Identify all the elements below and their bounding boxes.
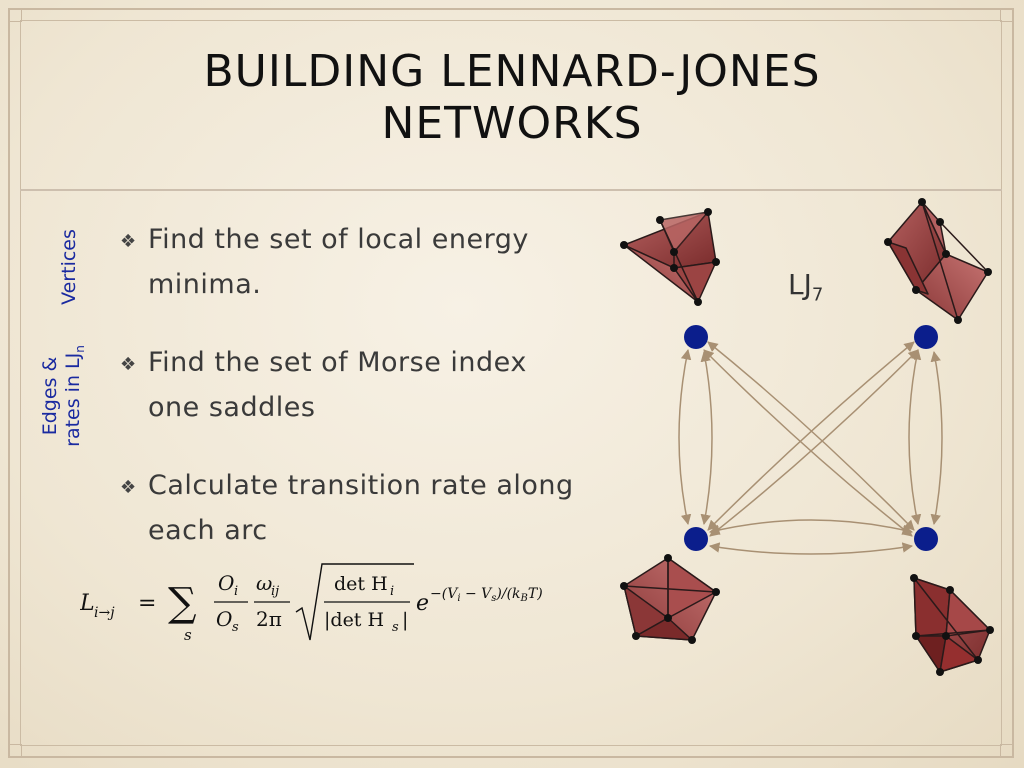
bullet-icon: ❖ (120, 477, 137, 498)
cluster-top-left (620, 208, 720, 306)
vertices-label: Vertices (58, 217, 82, 317)
cluster-bottom-left (620, 554, 720, 644)
corner-ornament (8, 744, 22, 758)
vertices-label-text: Vertices (58, 229, 80, 305)
formula-frac1-numerator: O (218, 571, 234, 595)
title-divider (20, 189, 1002, 191)
formula-lhs: L (80, 591, 95, 616)
formula-frac3-numerator: det H (334, 573, 388, 595)
arrow-right-inner (908, 348, 922, 526)
lj7-label: LJ7 (788, 268, 823, 306)
square-root-sign (295, 563, 414, 641)
title-line-2: NETWORKS (381, 98, 643, 149)
formula-equals: = (138, 591, 156, 616)
inner-frame (20, 20, 1002, 746)
slide-title: BUILDING LENNARD-JONES NETWORKS (120, 46, 904, 150)
corner-ornament (1000, 744, 1014, 758)
bullet-text-line: each arc (148, 515, 268, 546)
transition-rate-formula: L i→j = ∑ s O i O s ω ij 2π det H i |det… (80, 563, 543, 644)
corner-ornament (1000, 8, 1014, 22)
formula-frac3-denominator-end: | (402, 609, 408, 631)
formula-frac3-numerator-sub: i (390, 584, 394, 599)
arrow-diagonal-b1 (707, 341, 915, 531)
arrow-bottom-lower (708, 542, 914, 555)
formula-exponent: −(Vi − Vs)/(kBT) (430, 586, 543, 604)
transition-arrows (678, 341, 943, 555)
node-top-right (914, 325, 938, 349)
edges-label: Edges & rates in LJn (39, 326, 87, 466)
edges-label-line-1: Edges & (39, 356, 61, 436)
bullet-text-line: Find the set of Morse index (148, 347, 527, 378)
arrow-left-inner (700, 350, 713, 526)
outer-frame (8, 8, 1014, 758)
bullet-text-line: one saddles (148, 392, 316, 423)
title-line-1: BUILDING LENNARD-JONES (203, 46, 821, 97)
bullet-text-line: Calculate transition rate along (148, 470, 574, 501)
corner-ornament (8, 8, 22, 22)
arrow-diagonal-a1 (707, 341, 915, 531)
formula-frac3-denominator-sub: s (392, 620, 399, 635)
bullet-icon: ❖ (120, 231, 137, 252)
formula-frac2-numerator-sub: ij (271, 584, 279, 599)
arrow-diagonal-b2 (709, 349, 919, 537)
formula-sum-index: s (184, 626, 192, 644)
node-top-left (684, 325, 708, 349)
edges-label-line-2: rates in LJ (62, 352, 84, 447)
formula-frac1-denominator-sub: s (232, 620, 239, 635)
bullet-text-line: Find the set of local energy (148, 224, 529, 255)
bullet-icon: ❖ (120, 354, 137, 375)
arrow-right-outer (930, 350, 943, 526)
arrow-bottom-upper (708, 519, 914, 535)
formula-frac3-denominator: |det H (324, 609, 384, 631)
formula-frac2-denominator: 2π (256, 607, 282, 631)
cluster-top-right (884, 198, 992, 324)
arrow-left-outer (678, 348, 692, 526)
formula-lhs-subscript: i→j (94, 605, 115, 621)
formula-frac1-denominator: O (216, 607, 232, 631)
formula-sum-sign: ∑ (168, 580, 197, 626)
node-bottom-left (684, 527, 708, 551)
arrow-diagonal-a2 (703, 349, 913, 537)
edges-label-subscript: n (72, 345, 87, 353)
lj7-network-diagram (620, 198, 994, 676)
cluster-bottom-right (910, 574, 994, 676)
lj-label-subscript: 7 (811, 284, 824, 306)
node-bottom-right (914, 527, 938, 551)
formula-frac2-numerator: ω (256, 571, 272, 595)
formula-frac1-numerator-sub: i (234, 584, 238, 599)
formula-exp-base: e (416, 591, 429, 616)
bullet-text-line: minima. (148, 269, 262, 300)
lj-label-main: LJ (788, 268, 812, 301)
